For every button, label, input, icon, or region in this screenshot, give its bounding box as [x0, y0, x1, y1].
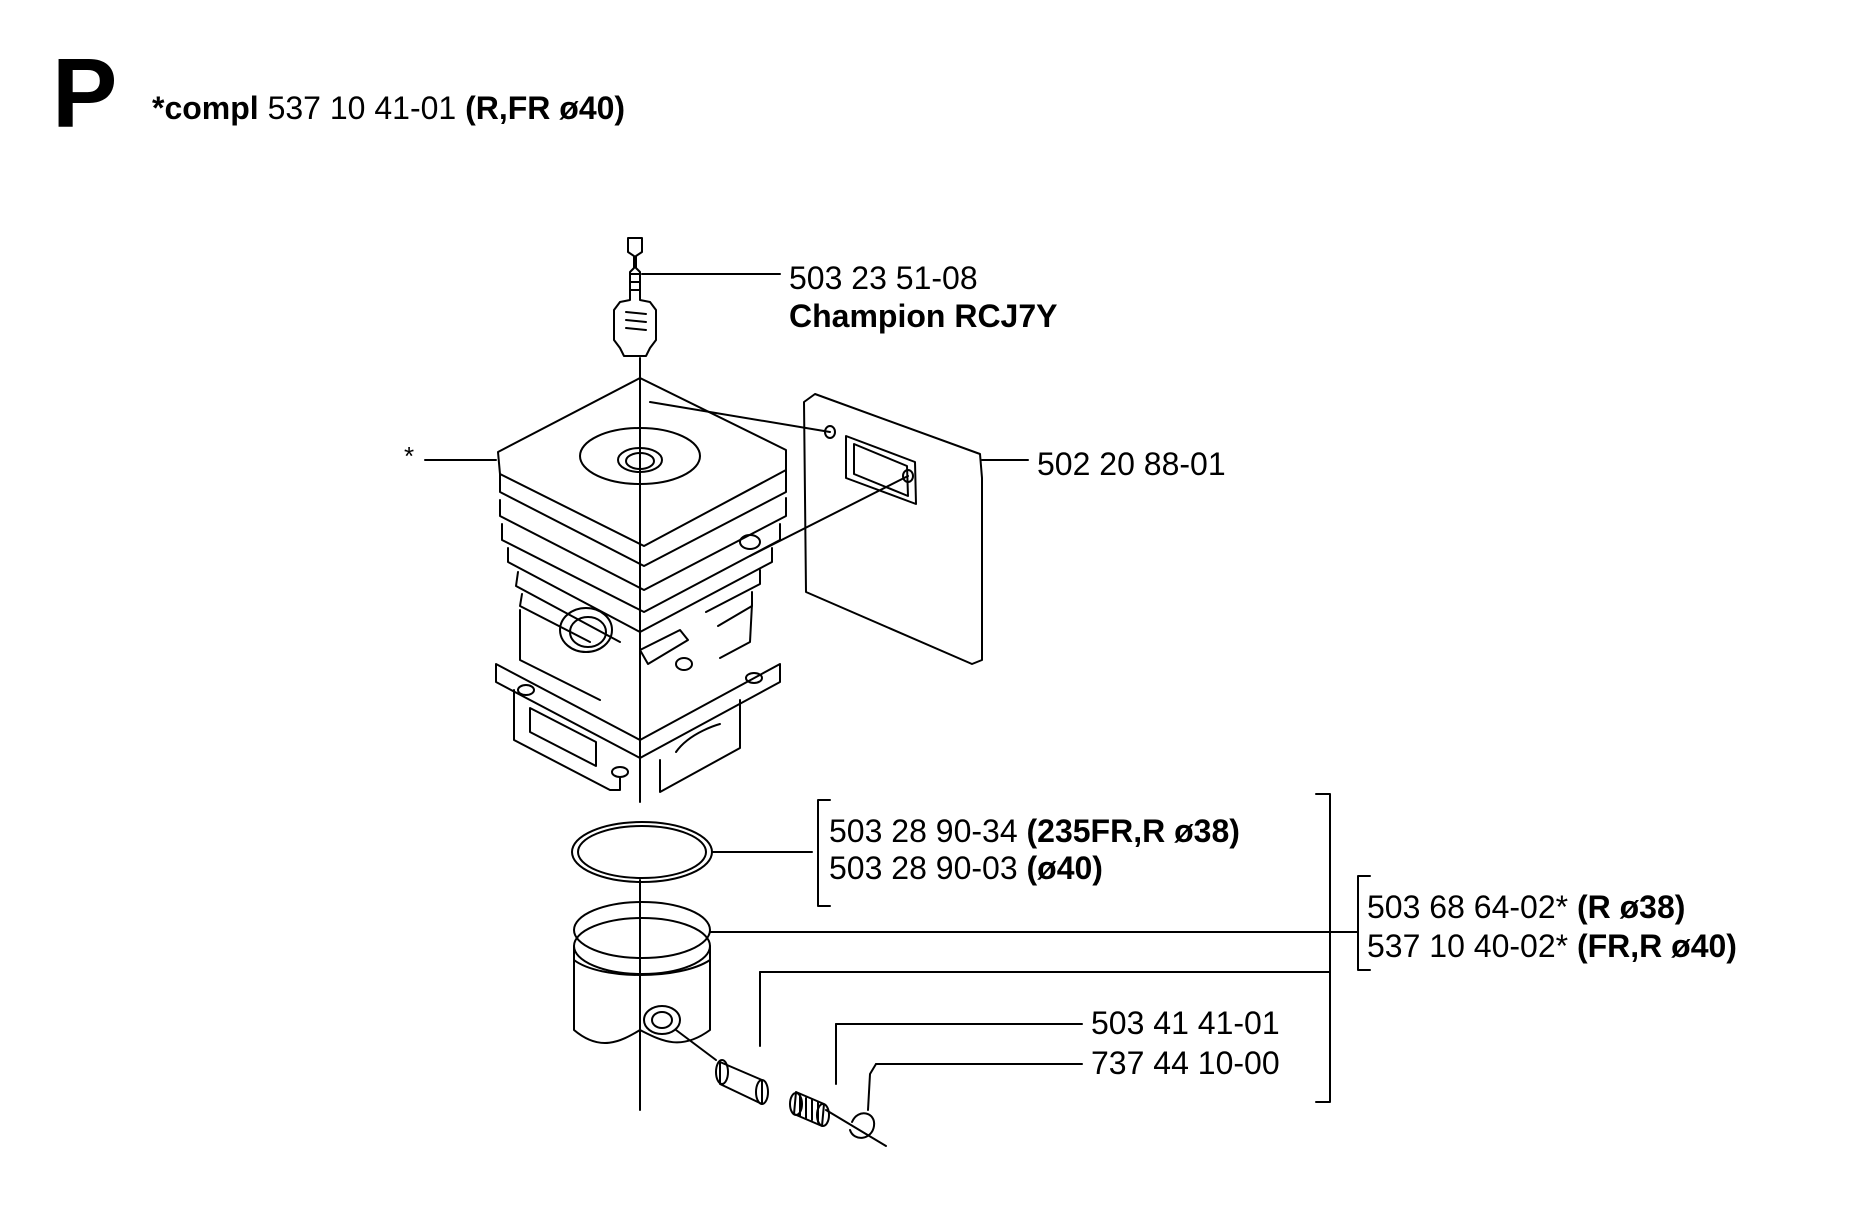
needle-bearing-drawing: [790, 1092, 829, 1126]
bracket-piston-ring: [818, 800, 830, 906]
page-title: *compl 537 10 41-01 (R,FR ø40): [152, 92, 625, 124]
spark-plug-drawing: [614, 238, 656, 356]
piston-kit-b-variant: (FR,R ø40): [1576, 928, 1737, 964]
bracket-piston-kit-variants: [1358, 876, 1370, 970]
piston-ring-a-variant: (235FR,R ø38): [1026, 813, 1240, 849]
cylinder-drawing: [496, 378, 786, 792]
piston-kit-option-b: 537 10 40-02* (FR,R ø40): [1367, 930, 1737, 962]
compl-label: *compl: [152, 90, 259, 126]
cylinder-asterisk: *: [404, 441, 415, 471]
piston-kit-a-variant: (R ø38): [1576, 889, 1686, 925]
part-number-spark-plug: 503 23 51-08: [789, 260, 978, 296]
piston-drawing: [574, 902, 710, 1043]
piston-ring-drawing: [572, 822, 712, 882]
part-number-bearing: 503 41 41-01: [1091, 1005, 1280, 1041]
gasket-drawing: [650, 394, 982, 664]
piston-ring-b-variant: (ø40): [1026, 850, 1103, 886]
spark-plug-brand: Champion RCJ7Y: [789, 298, 1058, 334]
piston-kit-option-a: 503 68 64-02* (R ø38): [1367, 891, 1685, 923]
part-number-piston-kit-b: 537 10 40-02*: [1367, 928, 1569, 964]
part-number-piston-ring-b: 503 28 90-03: [829, 850, 1018, 886]
piston-pin-drawing: [676, 1030, 768, 1104]
piston-ring-option-b: 503 28 90-03 (ø40): [829, 852, 1103, 884]
leader-circlip-drop: [868, 1064, 876, 1110]
part-number-gasket: 502 20 88-01: [1037, 446, 1226, 482]
bracket-piston-kit: [1316, 794, 1330, 1102]
piston-ring-option-a: 503 28 90-34 (235FR,R ø38): [829, 815, 1240, 847]
compl-part-number: 537 10 41-01: [267, 90, 457, 126]
part-number-circlip: 737 44 10-00: [1091, 1045, 1280, 1081]
part-number-piston-kit-a: 503 68 64-02*: [1367, 889, 1569, 925]
circlip-drawing: [826, 1110, 886, 1146]
section-letter: P: [52, 38, 118, 148]
compl-variant: (R,FR ø40): [465, 90, 626, 126]
part-number-piston-ring-a: 503 28 90-34: [829, 813, 1018, 849]
